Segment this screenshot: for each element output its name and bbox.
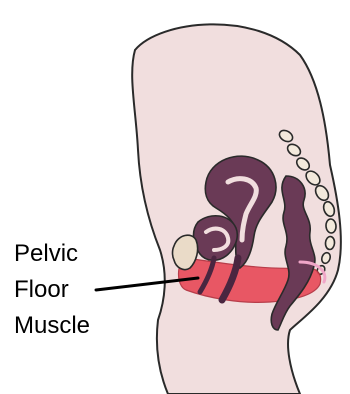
label-pelvic: Pelvic (14, 240, 78, 268)
label-floor: Floor (14, 276, 69, 304)
pubic-bone (173, 235, 198, 269)
label-muscle: Muscle (14, 312, 90, 340)
